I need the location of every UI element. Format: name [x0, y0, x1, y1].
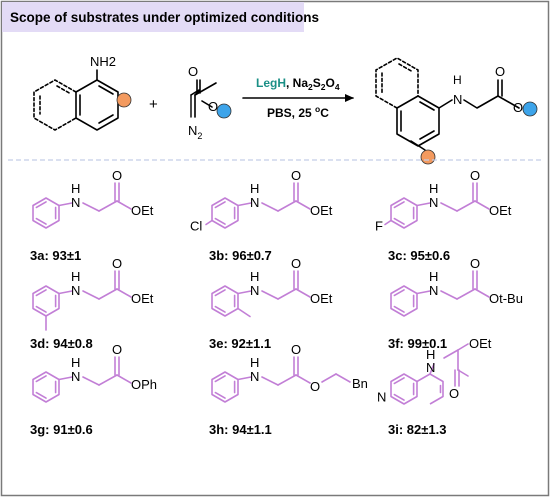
ester-group: Ot-Bu	[489, 291, 523, 306]
carbonyl-o: O	[470, 256, 480, 271]
ester-group: Bn	[352, 376, 368, 391]
carbonyl-o: O	[470, 168, 480, 183]
ester-dot-blue	[216, 103, 232, 119]
nh-n: N	[429, 195, 438, 210]
nh-n: N	[71, 195, 80, 210]
ester-group: OEt	[310, 203, 333, 218]
fluoro-substituent: F	[375, 219, 383, 234]
nh-h: H	[429, 269, 438, 284]
reaction-conditions-line2: PBS, 25 oC	[267, 104, 329, 120]
nh-n: N	[250, 283, 259, 298]
compound-3g: HN O OPh 3g: 91±0.6	[30, 342, 157, 437]
compound-label: 3h: 94±1.1	[209, 422, 272, 437]
chloro-substituent: Cl	[190, 219, 202, 234]
compound-label: 3g: 91±0.6	[30, 422, 93, 437]
ester-group: OPh	[131, 377, 157, 392]
ester-group: OEt	[469, 336, 492, 351]
compound-3a: HN O OEt 3a: 93±1	[30, 168, 154, 263]
compound-label: 3d: 94±0.8	[30, 336, 93, 351]
ester-group: OEt	[131, 291, 154, 306]
carbonyl-o: O	[291, 342, 301, 357]
carbonyl-o: O	[112, 168, 122, 183]
reaction-conditions-line1: LegH, Na2S2O4	[256, 76, 340, 92]
ester-o: O	[310, 379, 320, 394]
nh-h: H	[250, 181, 259, 196]
quinoline-n: N	[377, 390, 386, 405]
n2-group: N2	[188, 123, 202, 141]
ester-group: OEt	[489, 203, 512, 218]
carbonyl-o: O	[291, 168, 301, 183]
product-carbonyl-o: O	[495, 64, 505, 79]
nh-h: H	[71, 181, 80, 196]
title-banner	[2, 2, 304, 32]
compound-label: 3b: 96±0.7	[209, 248, 272, 263]
ester-group: OEt	[131, 203, 154, 218]
nh-n: N	[250, 195, 259, 210]
product-nh-h: H	[453, 73, 462, 87]
compound-label: 3e: 92±1.1	[209, 336, 271, 351]
scheme-labels: NH2 + O O N2 LegH, Na2S2O4 PBS, 25 oC H …	[90, 54, 538, 165]
diazo-carbonyl-o: O	[188, 64, 198, 79]
ester-group: OEt	[310, 291, 333, 306]
compound-label: 3c: 95±0.6	[388, 248, 450, 263]
compound-3e: HN O OEt 3e: 92±1.1	[209, 256, 333, 351]
carbonyl-o: O	[449, 386, 459, 401]
nh-h: H	[250, 355, 259, 370]
compound-3d: HN O OEt 3d: 94±0.8	[30, 256, 154, 351]
product-ester-o: O	[513, 100, 523, 115]
nh-n: N	[429, 283, 438, 298]
compound-label: 3f: 99±0.1	[388, 336, 447, 351]
compound-3h: HN O O Bn 3h: 94±1.1	[209, 342, 368, 437]
compound-3f: HN O Ot-Bu 3f: 99±0.1	[388, 256, 523, 351]
nh-n: N	[71, 283, 80, 298]
compound-label: 3a: 93±1	[30, 248, 81, 263]
substituent-dot-orange	[116, 92, 132, 108]
reaction-scheme	[33, 57, 520, 151]
plus-sign: +	[149, 96, 158, 113]
nh-h: H	[71, 355, 80, 370]
carbonyl-o: O	[112, 256, 122, 271]
product-dot-orange	[420, 149, 436, 165]
naphthylamine-structure	[33, 69, 122, 131]
nh-n: N	[71, 369, 80, 384]
product-structure	[375, 57, 520, 151]
nh2-group: NH2	[90, 54, 116, 69]
diazoacetate-structure	[190, 79, 217, 118]
nh-h: H	[71, 269, 80, 284]
product-nh-n: N	[453, 92, 462, 107]
nh-h: H	[426, 347, 435, 362]
nh-n: N	[250, 369, 259, 384]
nh-h: H	[250, 269, 259, 284]
figure-title: Scope of substrates under optimized cond…	[10, 10, 319, 25]
nh-h: H	[429, 181, 438, 196]
product-dot-blue	[522, 101, 538, 117]
compound-label: 3i: 82±1.3	[388, 422, 446, 437]
diazo-ester-o: O	[208, 99, 218, 114]
nh-n: N	[426, 360, 435, 375]
carbonyl-o: O	[112, 342, 122, 357]
carbonyl-o: O	[291, 256, 301, 271]
